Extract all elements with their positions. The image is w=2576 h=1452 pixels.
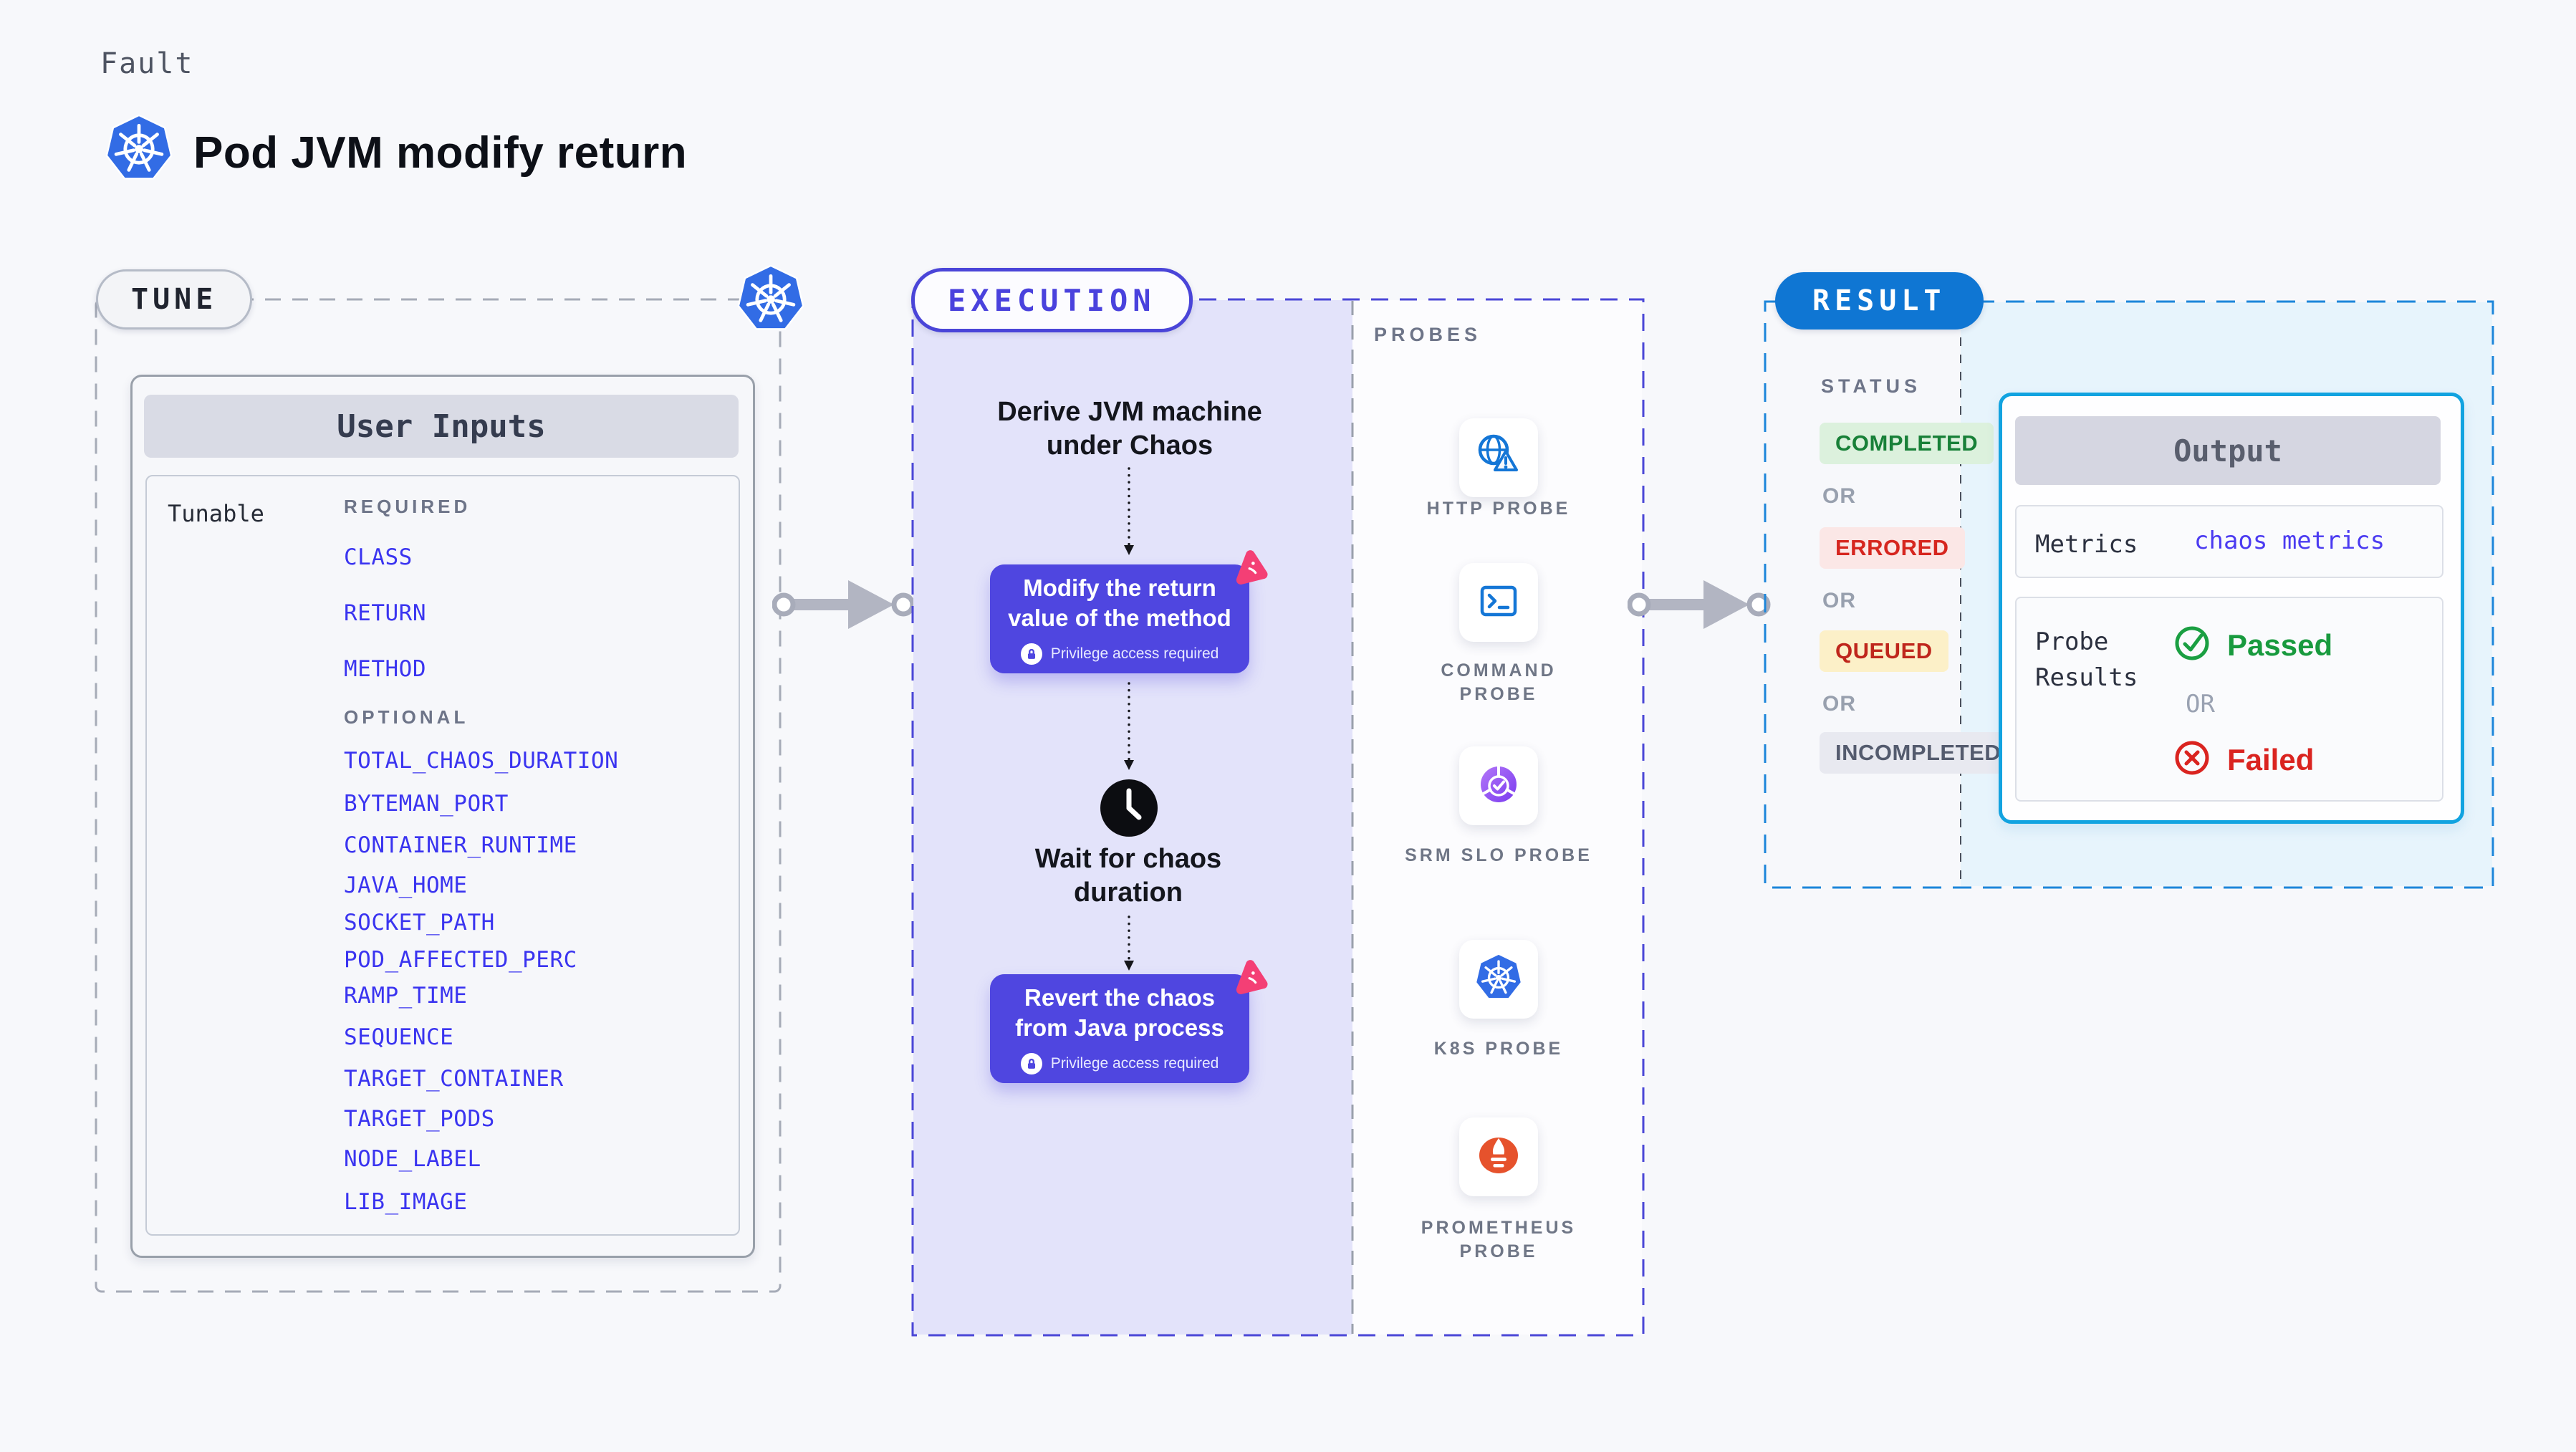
- execution-panel-border: [911, 298, 1645, 1337]
- param-target-pods[interactable]: TARGET_PODS: [344, 1106, 495, 1132]
- required-group-label: REQUIRED: [344, 496, 471, 517]
- srm-slo-probe-card: [1459, 746, 1538, 825]
- k8s-probe-label: K8S PROBE: [1433, 1039, 1564, 1059]
- output-header: Output: [2015, 416, 2441, 485]
- result-section-label: RESULT: [1812, 284, 1946, 317]
- output-title: Output: [2173, 433, 2282, 468]
- dotted-arrow-icon: [1124, 915, 1134, 971]
- param-lib-image[interactable]: LIB_IMAGE: [344, 1189, 468, 1215]
- wait-step-text: Wait for chaos duration: [1034, 844, 1222, 908]
- param-node-label[interactable]: NODE_LABEL: [344, 1146, 481, 1172]
- k8s-probe-icon: [1474, 953, 1523, 1006]
- param-byteman-port[interactable]: BYTEMAN_PORT: [344, 791, 509, 817]
- privilege-note: Privilege access required: [1050, 1055, 1219, 1072]
- param-total-chaos-duration[interactable]: TOTAL_CHAOS_DURATION: [344, 748, 619, 774]
- optional-group-label: OPTIONAL: [344, 706, 469, 728]
- metrics-row: Metrics chaos metrics: [2015, 505, 2443, 578]
- param-java-home[interactable]: JAVA_HOME: [344, 872, 468, 898]
- status-badge-completed: COMPLETED: [1820, 423, 1994, 464]
- prometheus-probe-card: [1459, 1117, 1538, 1196]
- param-pod-affected-perc[interactable]: POD_AFFECTED_PERC: [344, 947, 577, 973]
- status-badge-incompleted: INCOMPLETED: [1820, 732, 2017, 774]
- dotted-arrow-icon: [1124, 467, 1134, 555]
- prometheus-probe-label: PROMETHEUS PROBE: [1421, 1218, 1577, 1261]
- result-section-pill: RESULT: [1775, 272, 1984, 330]
- passed-label: Passed: [2227, 628, 2333, 662]
- metrics-value[interactable]: chaos metrics: [2194, 527, 2385, 555]
- privilege-note: Privilege access required: [1050, 645, 1219, 662]
- param-socket-path[interactable]: SOCKET_PATH: [344, 910, 495, 936]
- modify-step-box: Modify the return value of the method Pr…: [990, 550, 1268, 673]
- lock-icon: [1020, 643, 1042, 665]
- http-probe-label: HTTP PROBE: [1426, 499, 1571, 519]
- result-panel-border: [1764, 300, 2494, 889]
- revert-step-box: Revert the chaos from Java process Privi…: [990, 960, 1268, 1083]
- param-method[interactable]: METHOD: [344, 656, 426, 682]
- execution-section-label: EXECUTION: [948, 282, 1156, 318]
- command-probe-icon: [1473, 575, 1524, 630]
- flow-arrow-icon: [772, 580, 915, 629]
- derive-step-text: Derive JVM machine under Chaos: [997, 397, 1262, 461]
- status-badge-queued: QUEUED: [1820, 630, 1948, 672]
- litmus-arrow-icon: [1226, 956, 1271, 1004]
- lock-icon: [1020, 1053, 1042, 1074]
- tune-section-pill: TUNE: [96, 269, 253, 330]
- param-class[interactable]: CLASS: [344, 544, 413, 570]
- status-badge-errored: ERRORED: [1820, 527, 1965, 569]
- or-label: OR: [1822, 692, 1856, 716]
- failed-label: Failed: [2227, 742, 2315, 777]
- srm-slo-probe-icon: [1473, 759, 1524, 814]
- dotted-arrow-icon: [1124, 682, 1134, 770]
- or-label: OR: [1822, 484, 1856, 508]
- status-column-label: STATUS: [1821, 375, 1921, 397]
- param-sequence[interactable]: SEQUENCE: [344, 1024, 454, 1050]
- page-title: Pod JVM modify return: [193, 128, 688, 178]
- tune-panel-border: [95, 298, 782, 1293]
- param-target-container[interactable]: TARGET_CONTAINER: [344, 1066, 564, 1092]
- litmus-arrow-icon: [1226, 546, 1271, 594]
- user-inputs-header: User Inputs: [144, 395, 739, 458]
- metrics-label: Metrics: [2035, 530, 2138, 559]
- user-inputs-card: User Inputs: [130, 375, 755, 1258]
- tunable-row-label: Tunable: [168, 500, 264, 527]
- tunable-list-box: [145, 475, 740, 1236]
- user-inputs-title: User Inputs: [337, 408, 546, 445]
- or-label: OR: [2186, 690, 2215, 718]
- kubernetes-icon: [105, 113, 173, 188]
- clock-icon: [1097, 777, 1160, 843]
- k8s-probe-card: [1459, 940, 1538, 1019]
- output-card: Output Metrics chaos metrics Probe Resul…: [1999, 393, 2464, 824]
- http-probe-icon: [1473, 431, 1524, 486]
- param-container-runtime[interactable]: CONTAINER_RUNTIME: [344, 832, 577, 858]
- probe-results-row: Probe Results Passed OR: [2015, 597, 2443, 802]
- execution-section-pill: EXECUTION: [911, 268, 1193, 332]
- param-return[interactable]: RETURN: [344, 600, 426, 626]
- passed-row: Passed: [2173, 624, 2332, 666]
- kubernetes-icon: [736, 264, 805, 339]
- check-circle-icon: [2173, 624, 2211, 666]
- command-probe-label: COMMAND PROBE: [1441, 660, 1557, 704]
- command-probe-card: [1459, 563, 1538, 642]
- flow-arrow-icon: [1628, 580, 1771, 629]
- http-probe-card: [1459, 418, 1538, 497]
- srm-slo-probe-label: SRM SLO PROBE: [1405, 845, 1592, 865]
- probe-results-label: Probe Results: [2035, 628, 2138, 692]
- or-label: OR: [1822, 589, 1856, 612]
- x-circle-icon: [2173, 739, 2211, 781]
- probes-column-label: PROBES: [1374, 324, 1482, 345]
- fault-eyebrow: Fault: [100, 47, 194, 80]
- failed-row: Failed: [2173, 739, 2314, 781]
- tune-section-label: TUNE: [131, 283, 218, 316]
- prometheus-probe-icon: [1473, 1130, 1524, 1185]
- param-ramp-time[interactable]: RAMP_TIME: [344, 983, 468, 1009]
